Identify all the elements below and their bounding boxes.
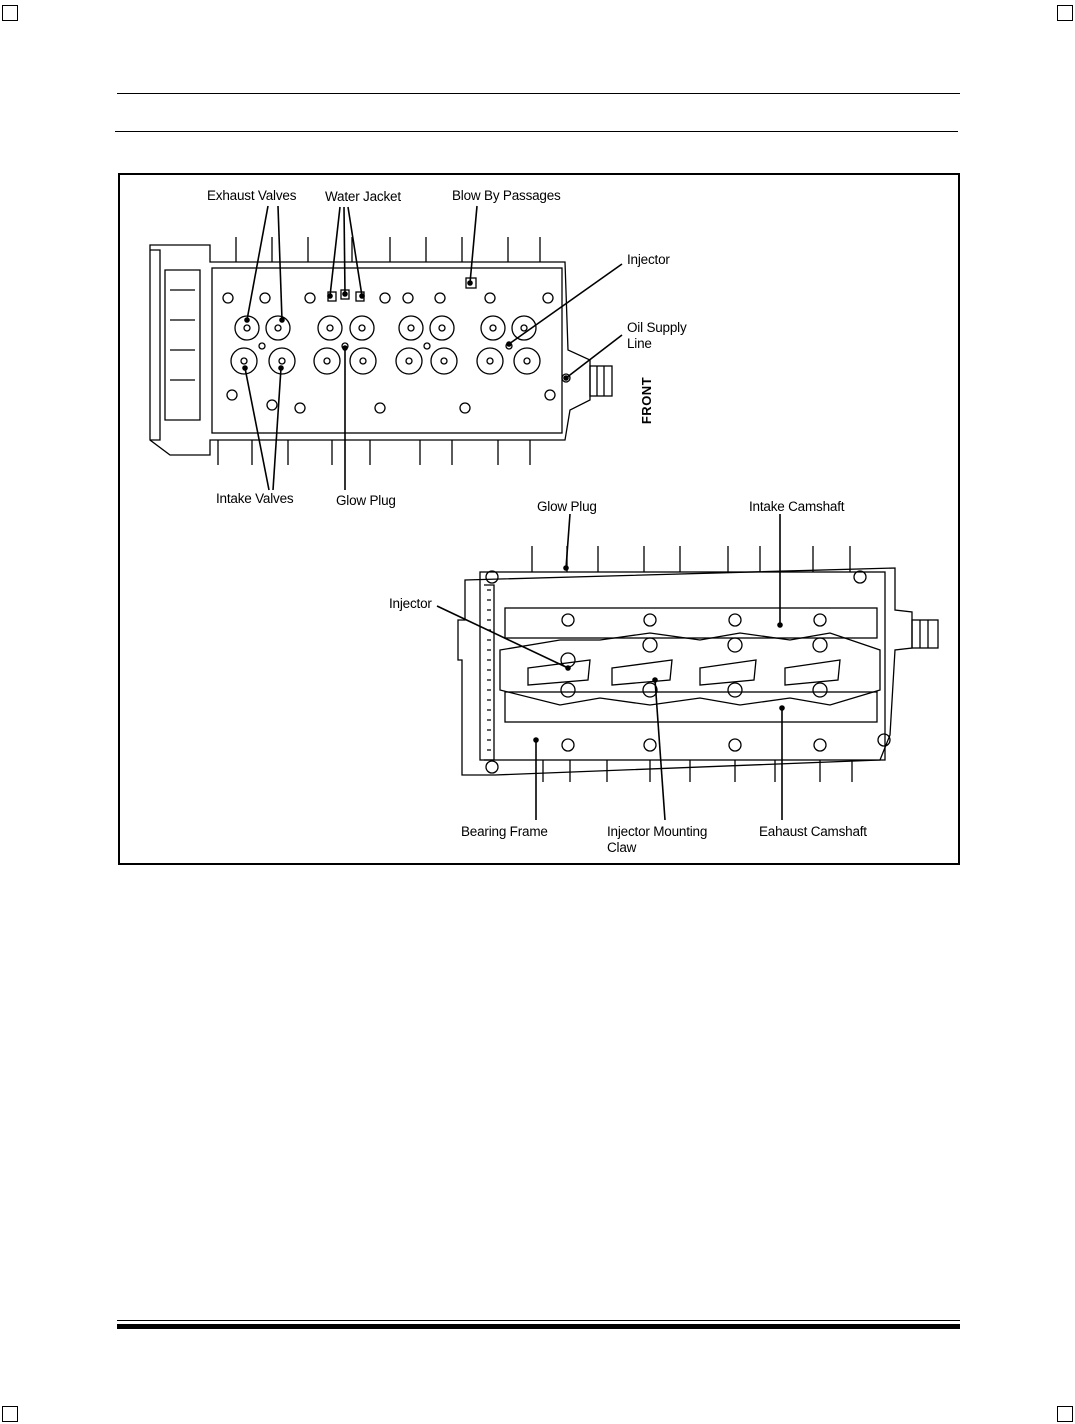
label-glow-plug-top: Glow Plug xyxy=(336,493,396,508)
exhaust-valves-row xyxy=(234,315,537,341)
label-injector-mounting-claw: Injector Mounting xyxy=(607,824,708,839)
leader-lines-top xyxy=(242,205,623,491)
label-oil-supply-line: Oil Supply xyxy=(627,320,687,335)
label-water-jacket: Water Jacket xyxy=(325,189,401,204)
label-blow-by-passages: Blow By Passages xyxy=(452,188,561,203)
footer-rule-thin xyxy=(117,1320,960,1321)
label-injector-mounting-claw-2: Claw xyxy=(607,840,637,855)
crop-mark-bottom-right xyxy=(1057,1406,1073,1422)
cam-studs-top xyxy=(531,546,851,572)
crop-mark-top-left xyxy=(2,5,18,21)
header-rule-bottom xyxy=(115,131,958,132)
label-front: FRONT xyxy=(639,376,655,425)
header-rule-top xyxy=(117,93,960,94)
crop-mark-bottom-left xyxy=(2,1406,18,1422)
ports xyxy=(222,277,556,414)
crop-mark-top-right xyxy=(1057,5,1073,21)
label-injector-top: Injector xyxy=(627,252,670,267)
label-exhaust-camshaft: Eahaust Camshaft xyxy=(759,824,867,839)
cylinder-head-camshaft-view xyxy=(457,546,939,782)
intake-valves-row xyxy=(230,347,541,375)
label-exhaust-valves: Exhaust Valves xyxy=(207,188,297,203)
label-oil-supply-line-2: Line xyxy=(627,336,652,351)
label-glow-plug-cam: Glow Plug xyxy=(537,499,597,514)
studs-bottom xyxy=(217,440,531,465)
footer-rule-thick xyxy=(117,1324,960,1329)
label-intake-valves: Intake Valves xyxy=(216,491,294,506)
studs-top xyxy=(235,237,541,262)
label-injector-cam: Injector xyxy=(389,596,432,611)
label-intake-camshaft: Intake Camshaft xyxy=(749,499,845,514)
figure-frame xyxy=(118,173,960,865)
cylinder-head-bottom-view xyxy=(149,237,613,465)
leader-lines-camshaft xyxy=(436,513,785,821)
label-bearing-frame: Bearing Frame xyxy=(461,824,548,839)
